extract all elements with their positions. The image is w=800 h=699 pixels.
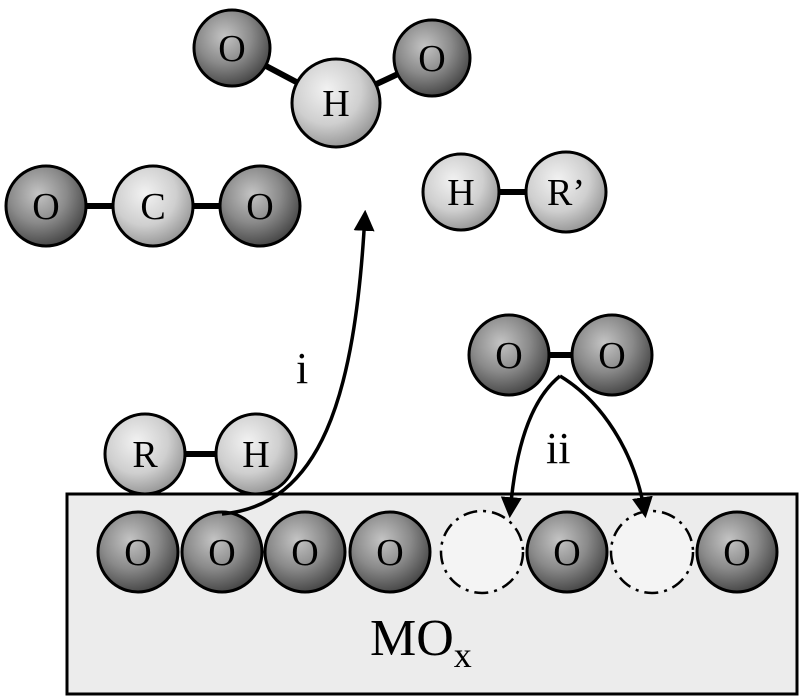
lattice-atom: O — [695, 510, 779, 594]
svg-text:O: O — [553, 532, 580, 574]
svg-text:H: H — [322, 83, 349, 125]
pathway-arrow-ii-left — [500, 374, 562, 519]
water-atom-o: O — [392, 18, 472, 98]
lattice-atom: O — [180, 510, 264, 594]
hr-prime-molecule: H R’ — [421, 150, 608, 234]
lattice-atom: O — [263, 510, 347, 594]
lattice-atom: O — [348, 510, 432, 594]
svg-text:O: O — [418, 38, 445, 80]
hr-prime-atom-r: R’ — [524, 150, 608, 234]
oxygen-vacancy — [609, 509, 695, 595]
svg-text:O: O — [376, 532, 403, 574]
svg-text:H: H — [447, 172, 474, 214]
co2-atom-c: C — [111, 164, 195, 248]
rh-atom-h: H — [214, 412, 298, 496]
svg-text:O: O — [218, 28, 245, 70]
svg-text:C: C — [140, 186, 165, 228]
co2-atom-o: O — [218, 164, 302, 248]
svg-text:O: O — [598, 335, 625, 377]
svg-text:H: H — [242, 434, 269, 476]
rh-atom-r: R — [103, 412, 187, 496]
surface-label-main: MO — [370, 610, 454, 667]
svg-text:R’: R’ — [547, 172, 585, 214]
rh-molecule: R H — [103, 412, 298, 496]
svg-text:O: O — [124, 532, 151, 574]
surface-label-subscript: x — [454, 635, 472, 675]
pathway-arrow-ii-right — [559, 374, 653, 519]
step-label-i: i — [296, 344, 308, 393]
lattice-atom: O — [525, 510, 609, 594]
oxygen-vacancy — [439, 509, 525, 595]
svg-text:O: O — [208, 532, 235, 574]
svg-text:O: O — [246, 186, 273, 228]
water-atom-o: O — [192, 8, 272, 88]
svg-text:O: O — [495, 335, 522, 377]
surface-lattice: O O O O O O — [96, 509, 779, 595]
o2-atom-o: O — [467, 313, 551, 397]
step-label-ii: ii — [546, 424, 570, 473]
pathway-arrow-i — [221, 209, 375, 516]
water-atom-h: H — [290, 57, 382, 149]
surface-label: MOx — [370, 610, 472, 675]
o2-molecule: O O — [467, 313, 654, 397]
lattice-atom: O — [96, 510, 180, 594]
svg-text:O: O — [32, 186, 59, 228]
hr-prime-atom-h: H — [421, 152, 501, 232]
svg-text:O: O — [291, 532, 318, 574]
co2-atom-o: O — [4, 164, 88, 248]
o2-atom-o: O — [570, 313, 654, 397]
co2-molecule: O C O — [4, 164, 302, 248]
svg-text:R: R — [132, 434, 158, 476]
water-molecule: O H O — [192, 8, 472, 149]
svg-text:O: O — [723, 532, 750, 574]
